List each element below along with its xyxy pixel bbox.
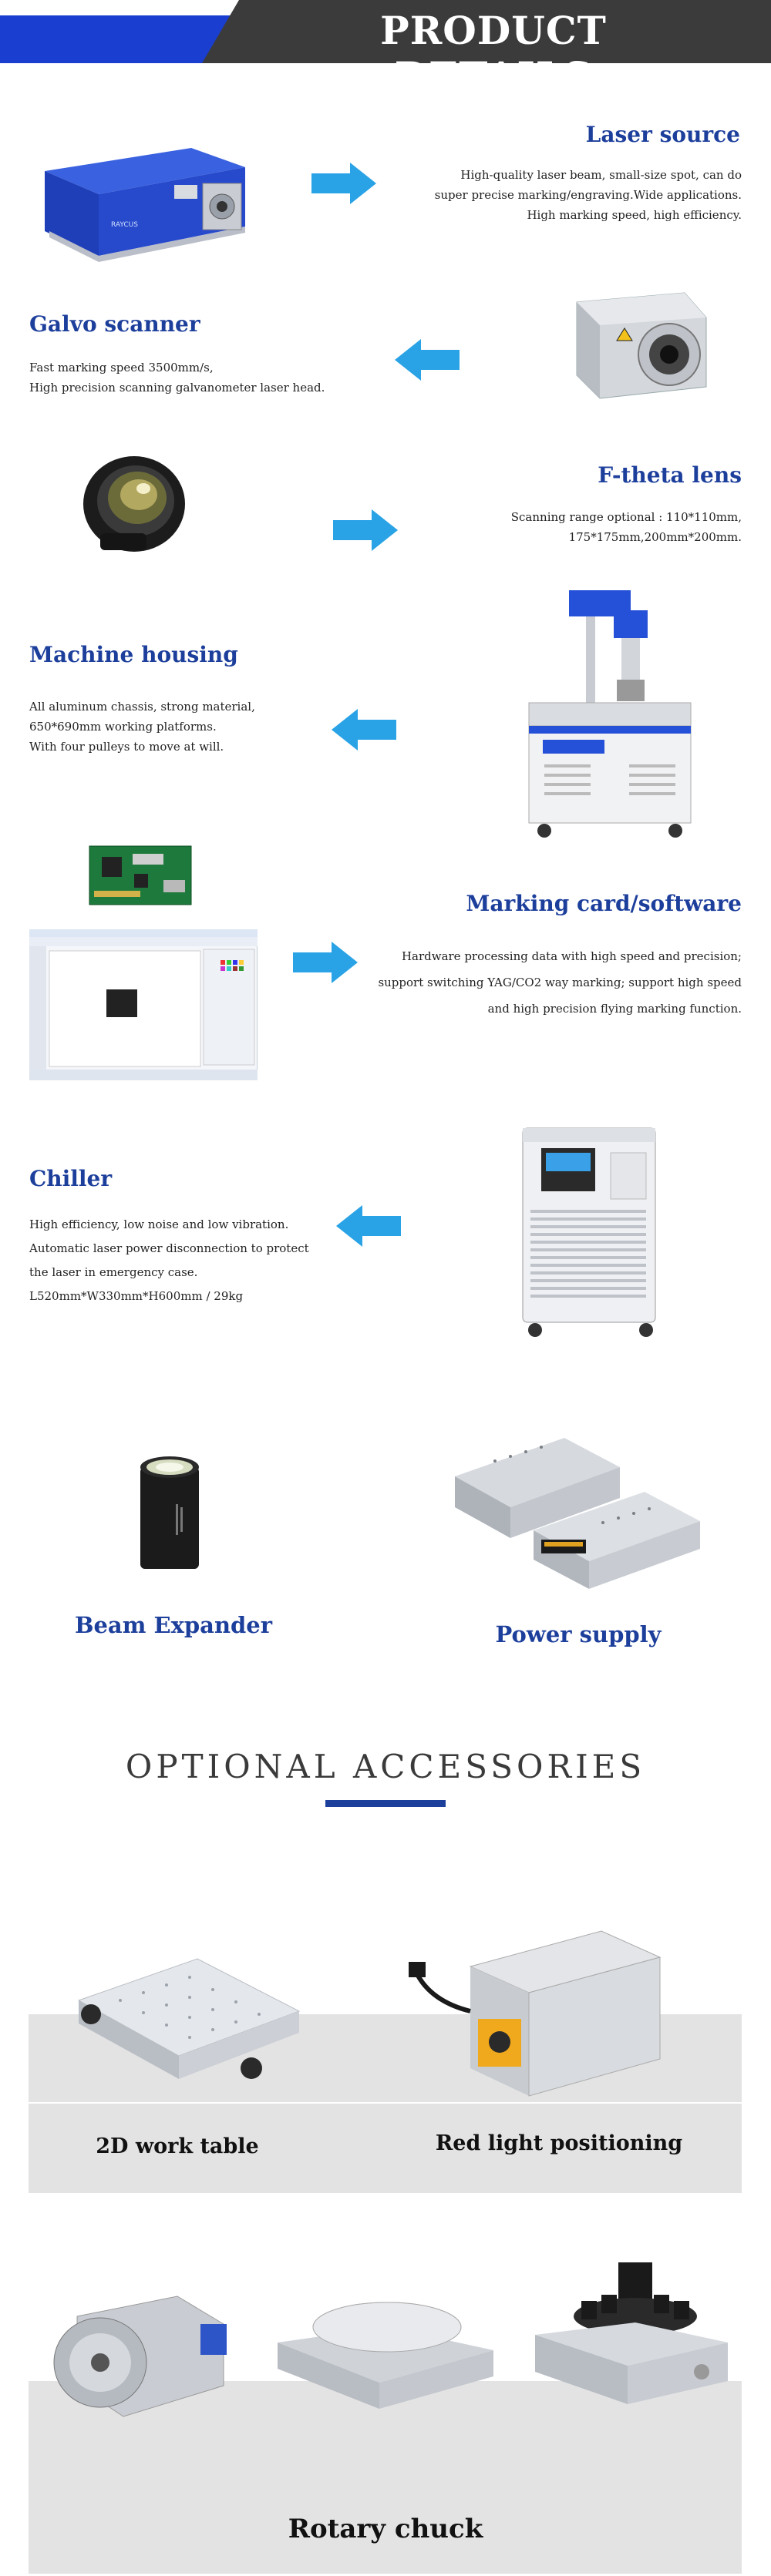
header-blue-stripe [0, 15, 239, 63]
rotary-chuck-image-1 [46, 2293, 234, 2426]
section-desc-galvo-scanner: Fast marking speed 3500mm/s, High precis… [29, 358, 384, 398]
marking-card-image [86, 840, 194, 911]
desc-line: Automatic laser power disconnection to p… [29, 1241, 309, 1255]
desc-line: the laser in emergency case. [29, 1265, 198, 1279]
galvo-scanner-image [569, 287, 717, 402]
power-supply-image [449, 1430, 703, 1592]
desc-line: and high precision flying marking functi… [487, 1002, 742, 1016]
desc-line: L520mm*W330mm*H600mm / 29kg [29, 1289, 244, 1303]
desc-line: All aluminum chassis, strong material, [29, 700, 255, 714]
accessories-panel-bottom [29, 2381, 742, 2574]
section-title-laser-source: Laser source [585, 122, 740, 147]
arrow-left-6 [336, 1205, 401, 1247]
optional-accessories-title: OPTIONAL ACCESSORIES [125, 1748, 646, 1785]
panel-divider [29, 2102, 742, 2104]
section-desc-laser-source: High-quality laser beam, small-size spot… [386, 165, 742, 225]
caption-beam-expander: Beam Expander [74, 1612, 273, 1638]
svg-text:RAYCUS: RAYCUS [111, 221, 138, 229]
desc-line: support switching YAG/CO2 way marking; s… [378, 976, 742, 989]
section-title-marking-card-software: Marking card/software [466, 891, 742, 916]
title-underline [325, 1800, 446, 1807]
desc-line: Hardware processing data with high speed… [401, 949, 742, 963]
section-title-f-theta-lens: F-theta lens [598, 462, 742, 488]
f-theta-lens-image [72, 450, 196, 558]
rotary-chuck-image-2 [271, 2296, 500, 2412]
arrow-right-3 [333, 509, 398, 551]
desc-line: Fast marking speed 3500mm/s, [29, 361, 214, 374]
desc-line: super precise marking/engraving.Wide app… [434, 188, 742, 202]
section-title-machine-housing: Machine housing [29, 642, 238, 667]
desc-line: 650*690mm working platforms. [29, 720, 217, 734]
section-desc-marking-card-software: Hardware processing data with high speed… [339, 943, 742, 1022]
desc-line: High marking speed, high efficiency. [527, 208, 742, 222]
section-desc-f-theta-lens: Scanning range optional : 110*110mm, 175… [432, 507, 742, 547]
laser-source-image: RAYCUS [37, 140, 261, 264]
label-red-light-positioning: Red light positioning [435, 2131, 683, 2155]
arrow-left-4 [332, 709, 396, 751]
machine-housing-image [521, 579, 699, 841]
desc-line: 175*175mm,200mm*200mm. [568, 530, 742, 544]
section-title-galvo-scanner: Galvo scanner [29, 311, 200, 337]
caption-power-supply: Power supply [495, 1621, 662, 1647]
desc-line: Scanning range optional : 110*110mm, [510, 510, 742, 524]
arrow-left-2 [395, 339, 460, 381]
header-dark-band [202, 0, 771, 63]
arrow-right-5 [293, 942, 358, 983]
red-light-image [409, 1926, 668, 2102]
chiller-image [518, 1125, 663, 1339]
desc-line: High efficiency, low noise and low vibra… [29, 1217, 289, 1231]
arrow-right-1 [311, 163, 376, 204]
rotary-chuck-image-3 [527, 2258, 734, 2407]
marking-software-image [29, 929, 258, 1080]
section-title-chiller: Chiller [29, 1166, 113, 1191]
desc-line: High precision scanning galvanometer las… [29, 381, 325, 395]
desc-line: High-quality laser beam, small-size spot… [460, 168, 742, 182]
desc-line: With four pulleys to move at will. [29, 740, 224, 754]
beam-expander-image [128, 1450, 211, 1573]
work-table-image [74, 1948, 305, 2091]
section-desc-machine-housing: All aluminum chassis, strong material, 6… [29, 697, 353, 757]
section-desc-chiller: High efficiency, low noise and low vibra… [29, 1213, 369, 1308]
label-rotary-chuck: Rotary chuck [288, 2514, 483, 2544]
label-2d-work-table: 2D work table [96, 2134, 259, 2158]
page-title: PRODUCT DETAILS [380, 8, 607, 99]
